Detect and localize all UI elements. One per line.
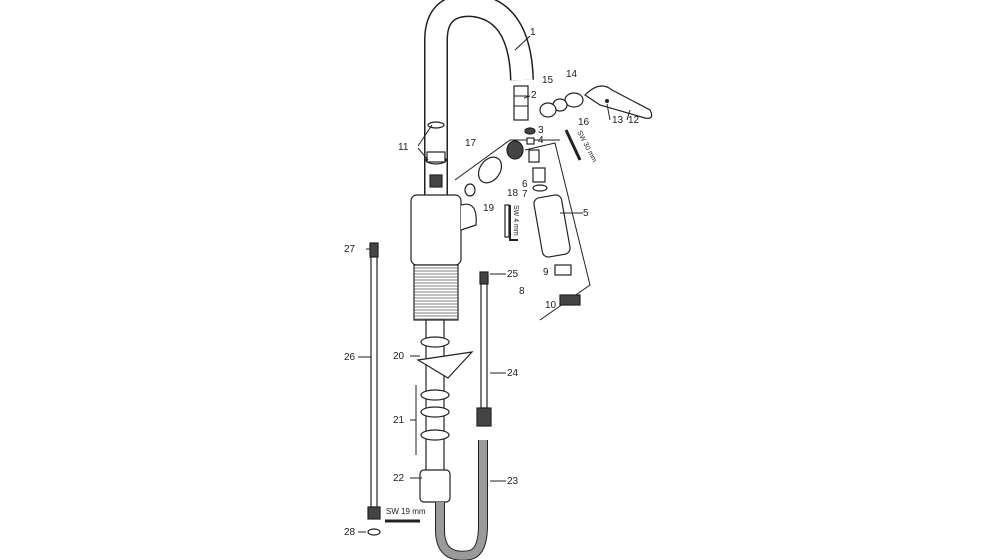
label-21: 21	[393, 415, 405, 426]
lever-handle	[539, 85, 653, 119]
label-5: 5	[583, 208, 589, 219]
tool-label-sw4: SW 4 mm	[512, 205, 519, 236]
mounting-shaft	[416, 319, 474, 503]
label-12: 12	[628, 115, 640, 126]
label-11: 11	[398, 142, 409, 153]
label-13: 13	[612, 115, 624, 126]
pull-out-hose	[436, 440, 487, 560]
wrench-30-icon	[564, 129, 582, 161]
label-1: 1	[530, 27, 536, 38]
tool-label-sw19: SW 19 mm	[386, 507, 426, 516]
ribbed-hose-guide	[413, 264, 459, 321]
label-10: 10	[545, 300, 557, 311]
label-28: 28	[344, 527, 356, 538]
label-14: 14	[566, 69, 578, 80]
label-18: 18	[507, 188, 519, 199]
label-9: 9	[543, 267, 549, 278]
spout	[424, 0, 534, 195]
label-8: 8	[519, 286, 525, 297]
label-24: 24	[507, 368, 519, 379]
label-26: 26	[344, 352, 356, 363]
label-6: 6	[522, 179, 528, 190]
spray-head	[524, 127, 591, 321]
label-7: 7	[522, 189, 528, 200]
label-16: 16	[578, 117, 590, 128]
label-15: 15	[542, 75, 554, 86]
label-17: 17	[465, 138, 477, 149]
label-19: 19	[483, 203, 495, 214]
label-23: 23	[507, 476, 519, 487]
supply-hose-26	[367, 242, 381, 536]
label-4: 4	[538, 135, 544, 146]
faucet-body	[410, 194, 477, 266]
hex-key-4-icon	[509, 205, 518, 241]
supply-hose-24	[476, 271, 492, 427]
label-3: 3	[538, 125, 544, 136]
label-2: 2	[531, 90, 537, 101]
label-20: 20	[393, 351, 405, 362]
label-25: 25	[507, 269, 519, 280]
label-22: 22	[393, 473, 405, 484]
part-11-rings	[425, 121, 447, 188]
label-27: 27	[344, 244, 356, 255]
leader-lines	[358, 35, 631, 533]
